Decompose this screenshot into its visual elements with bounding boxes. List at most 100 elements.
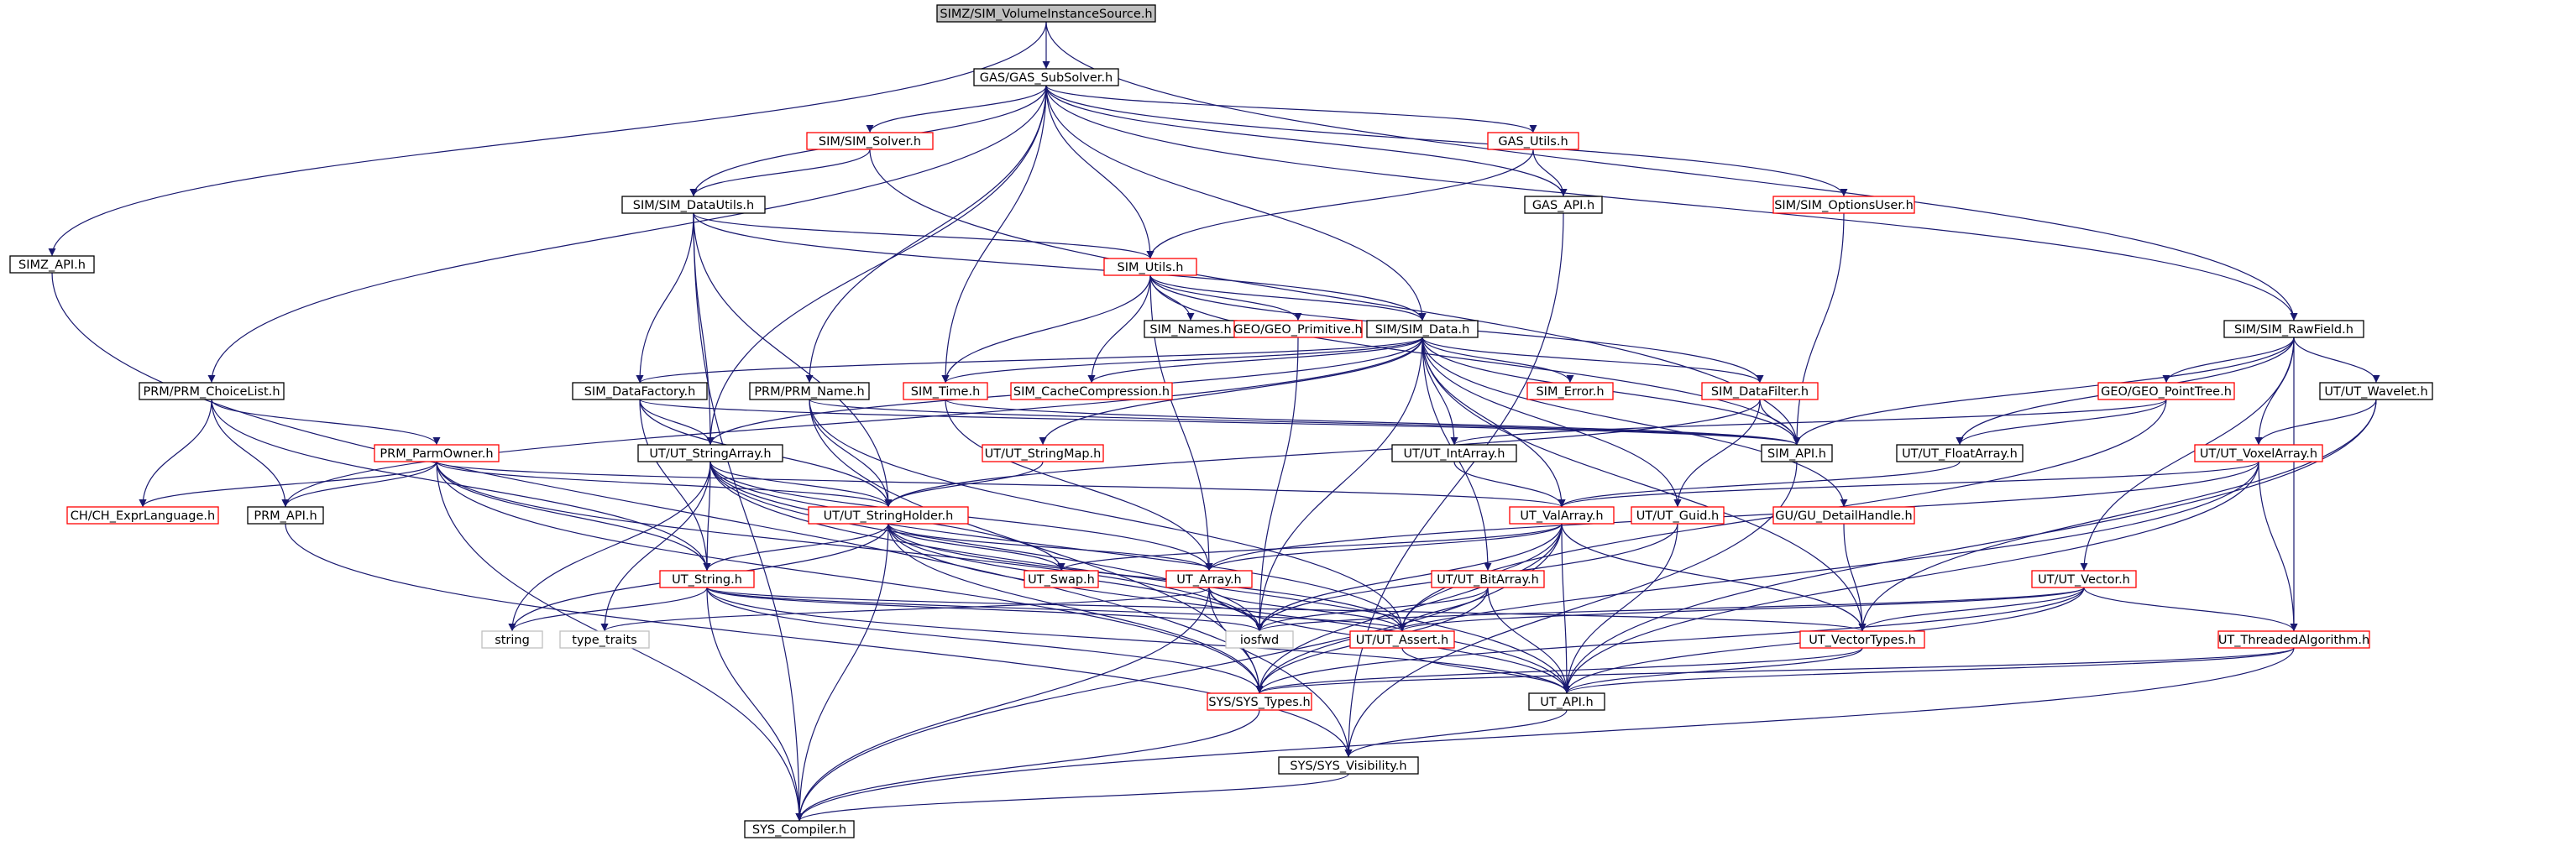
node-gasutils[interactable]: GAS_Utils.h (1487, 132, 1579, 150)
edge-utarray-to-assert (1208, 587, 1406, 632)
node-utarray[interactable]: UT_Array.h (1165, 570, 1253, 588)
edge-simdata-to-guid (1422, 337, 1682, 508)
node-box (481, 630, 543, 649)
node-strholder[interactable]: UT/UT_StringHolder.h (808, 506, 969, 525)
edge-optuser-to-simapi (1793, 212, 1845, 446)
edge-dutils-to-simdata (693, 212, 1427, 321)
node-visib[interactable]: SYS/SYS_Visibility.h (1278, 756, 1419, 775)
edge-rawfield-to-wavelet (2293, 337, 2380, 384)
node-label: SYS/SYS_Types.h (1208, 696, 1310, 709)
node-label: UT/UT_Vector.h (2038, 573, 2130, 587)
node-simdata[interactable]: SIM/SIM_Data.h (1366, 320, 1479, 338)
node-assert[interactable]: UT/UT_Assert.h (1349, 630, 1455, 649)
node-chexpr[interactable]: CH/CH_ExprLanguage.h (66, 506, 219, 525)
node-cachecomp[interactable]: SIM_CacheCompression.h (1010, 382, 1173, 400)
node-intarray[interactable]: UT/UT_IntArray.h (1391, 444, 1517, 462)
node-label: SIM_Time.h (911, 385, 981, 399)
node-geoprim[interactable]: GEO/GEO_Primitive.h (1233, 320, 1363, 338)
node-wavelet[interactable]: UT/UT_Wavelet.h (2319, 382, 2433, 400)
node-box (1487, 132, 1579, 150)
node-compiler[interactable]: SYS_Compiler.h (744, 820, 855, 838)
node-voxel[interactable]: UT/UT_VoxelArray.h (2194, 444, 2323, 462)
node-valarray[interactable]: UT_ValArray.h (1509, 506, 1615, 525)
node-threaded[interactable]: UT_ThreadedAlgorithm.h (2217, 630, 2370, 649)
node-dfactory[interactable]: SIM_DataFactory.h (572, 382, 708, 400)
node-label: UT/UT_IntArray.h (1403, 447, 1505, 461)
node-label: SIM_CacheCompression.h (1013, 385, 1170, 399)
edge-utapi-to-visib (1344, 709, 1568, 758)
node-box (1010, 382, 1173, 400)
node-rawfield[interactable]: SIM/SIM_RawField.h (2223, 320, 2364, 338)
node-label: type_traits (572, 634, 636, 647)
node-parmowner[interactable]: PRM_ParmOwner.h (374, 444, 500, 462)
node-simerror[interactable]: SIM_Error.h (1526, 382, 1614, 400)
edge-choice-to-prmapi (211, 399, 290, 508)
node-strarray[interactable]: UT/UT_StringArray.h (637, 444, 783, 462)
edge-utstring-to-assert (706, 587, 1406, 632)
node-simapi[interactable]: SIM_API.h (1761, 444, 1833, 462)
edge-dutils-to-simutils (693, 212, 1154, 259)
node-box (559, 630, 650, 649)
edge-valarray-to-iosfwd (1255, 523, 1563, 632)
node-dutils[interactable]: SIM/SIM_DataUtils.h (621, 196, 766, 214)
node-box (1103, 258, 1197, 276)
node-box (1761, 444, 1833, 462)
node-label: string (495, 634, 530, 647)
node-utapi[interactable]: UT_API.h (1528, 692, 1605, 711)
edge-voxel-to-threaded (2258, 461, 2298, 632)
node-prmapi[interactable]: PRM_API.h (247, 506, 324, 525)
edge-subsolver-to-simutils (1045, 85, 1154, 259)
edge-rawfield-to-simapi (1793, 337, 2295, 446)
edge-simutils-to-simtime (941, 274, 1151, 384)
edge-threaded-to-systypes (1255, 647, 2295, 694)
node-box (139, 382, 285, 400)
node-optuser[interactable]: SIM/SIM_OptionsUser.h (1772, 196, 1915, 214)
node-box (903, 382, 988, 400)
node-strmap[interactable]: UT/UT_StringMap.h (982, 444, 1104, 462)
node-box (936, 4, 1156, 23)
edge-simutils-to-simdata (1149, 274, 1427, 321)
node-detail[interactable]: GU/GU_DetailHandle.h (1772, 506, 1915, 525)
node-simsolver[interactable]: SIM/SIM_Solver.h (806, 132, 934, 150)
node-simzapi[interactable]: SIMZ_API.h (9, 255, 95, 274)
edge-simtime-to-simapi (945, 399, 1801, 446)
node-simnames[interactable]: SIM_Names.h (1144, 320, 1238, 338)
node-simtime[interactable]: SIM_Time.h (903, 382, 988, 400)
edge-intarray-to-valarray (1453, 461, 1566, 508)
node-box (1631, 506, 1725, 525)
edge-utvector-to-iosfwd (1255, 587, 2085, 632)
node-label: SIM_Utils.h (1118, 261, 1184, 274)
node-label: UT_API.h (1540, 696, 1593, 709)
edge-strarray-to-typetr (600, 461, 711, 632)
edge-utstring-to-iosfwd (706, 587, 1264, 632)
edge-utstring-to-utapi (706, 587, 1571, 694)
edge-utvector-to-threaded (2083, 587, 2298, 632)
node-systypes[interactable]: SYS/SYS_Types.h (1207, 692, 1312, 711)
edge-voxel-to-valarray (1558, 461, 2259, 508)
node-utstring[interactable]: UT_String.h (659, 570, 755, 588)
node-pointtree[interactable]: GEO/GEO_PointTree.h (2097, 382, 2235, 400)
edge-utvector-to-assert (1398, 587, 2085, 632)
node-guid[interactable]: UT/UT_Guid.h (1631, 506, 1725, 525)
node-bitarray[interactable]: UT/UT_BitArray.h (1431, 570, 1545, 588)
node-gasapi[interactable]: GAS_API.h (1524, 196, 1603, 214)
node-choice[interactable]: PRM/PRM_ChoiceList.h (139, 382, 285, 400)
edge-parmowner-to-prmapi (281, 461, 437, 508)
node-vtypes[interactable]: UT_VectorTypes.h (1799, 630, 1925, 649)
edge-utstring-to-systypes (706, 587, 1264, 694)
node-swap[interactable]: UT_Swap.h (1024, 570, 1099, 588)
edge-dutils-to-strarray (693, 212, 715, 446)
edge-wavelet-to-voxel (2254, 399, 2377, 446)
node-dfilter[interactable]: SIM_DataFilter.h (1701, 382, 1819, 400)
node-utvector[interactable]: UT/UT_Vector.h (2031, 570, 2137, 588)
node-root[interactable]: SIMZ/SIM_VolumeInstanceSource.h (936, 4, 1156, 23)
node-floatarr[interactable]: UT/UT_FloatArray.h (1896, 444, 2024, 462)
node-prmname[interactable]: PRM/PRM_Name.h (749, 382, 870, 400)
node-label: UT_VectorTypes.h (1809, 634, 1916, 647)
node-label: PRM_ParmOwner.h (380, 447, 493, 461)
edge-choice-to-utstring (211, 399, 711, 572)
edge-strarray-to-string (508, 461, 711, 632)
node-simutils[interactable]: SIM_Utils.h (1103, 258, 1197, 276)
node-subsolver[interactable]: GAS/GAS_SubSolver.h (973, 68, 1119, 86)
